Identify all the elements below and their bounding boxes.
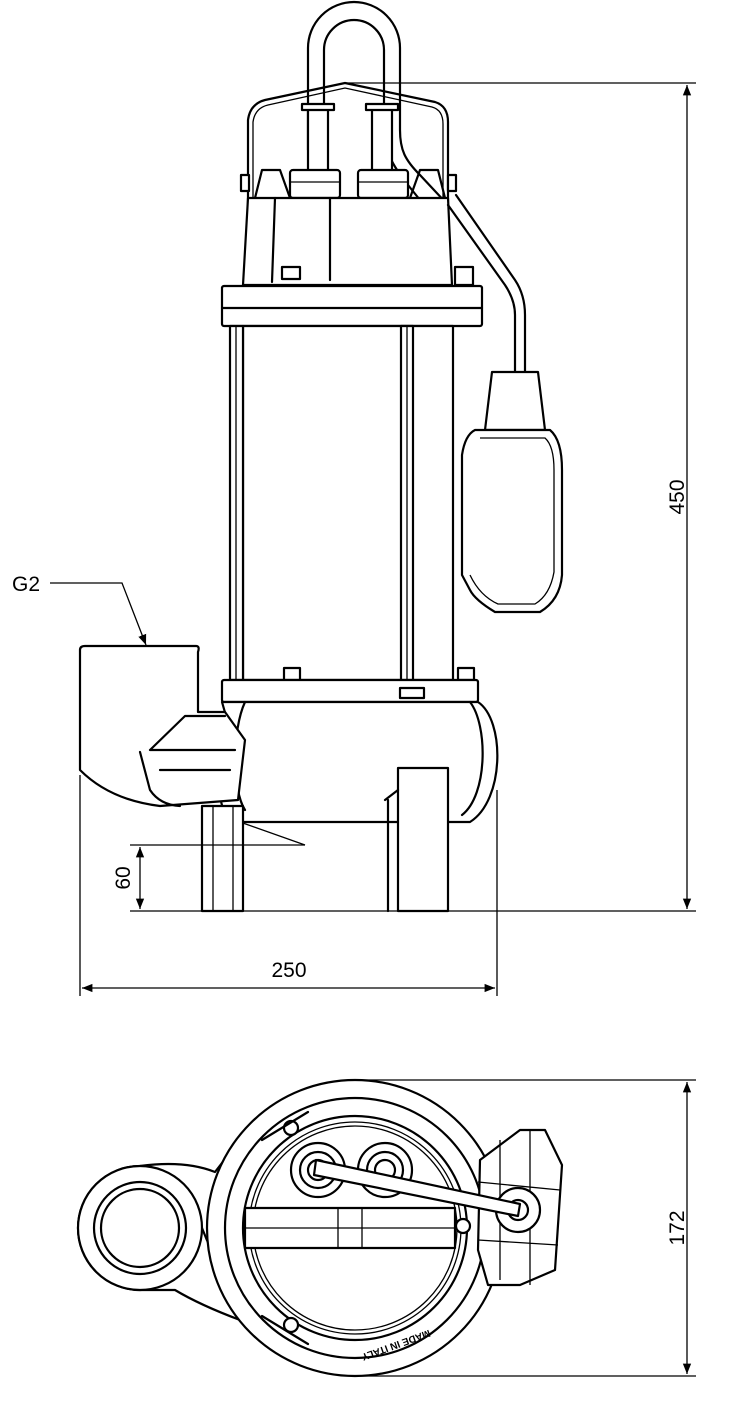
height-dimension-label: 450 <box>666 479 689 514</box>
lower-flange <box>220 678 480 704</box>
float-switch <box>483 370 547 432</box>
side-view <box>78 0 564 913</box>
cable-gland <box>370 106 394 176</box>
depth-dimension-label: 172 <box>666 1210 689 1245</box>
top-view: MADE IN ITALY <box>76 1078 564 1378</box>
float-cable-top <box>312 1158 522 1218</box>
discharge-elbow <box>78 644 247 808</box>
motor-body <box>241 324 455 682</box>
width-dimension-label: 250 <box>271 959 306 982</box>
discharge-size-label: G2 <box>12 573 40 596</box>
float-cable <box>446 193 527 374</box>
pump-foot <box>396 766 450 913</box>
pump-volute <box>217 700 499 824</box>
handle-cage <box>246 81 450 207</box>
foot-height-dimension-label: 60 <box>112 866 135 889</box>
lifting-handle <box>306 0 450 207</box>
cable-gland <box>306 106 330 176</box>
top-dimensions: 172 <box>355 1079 696 1377</box>
side-dimensions: 450 60 250 G2 <box>12 82 696 996</box>
upper-flange <box>220 284 484 328</box>
pump-foot <box>200 804 245 913</box>
